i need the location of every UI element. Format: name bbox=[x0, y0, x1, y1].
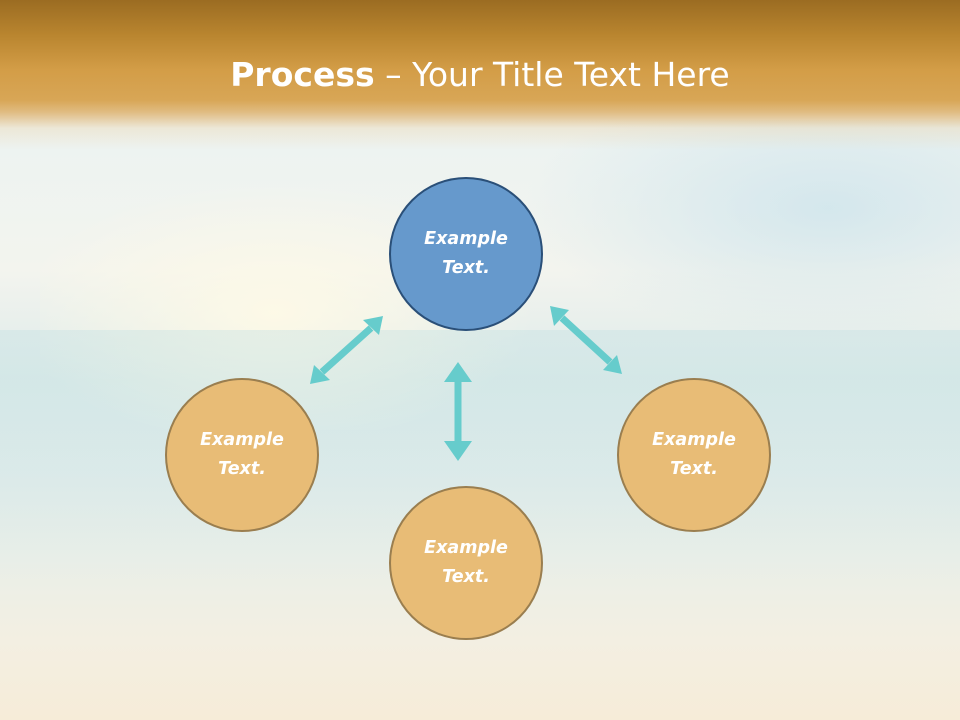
process-node-bottom[interactable]: Example Text. bbox=[389, 486, 543, 640]
arrow-right-connector bbox=[550, 306, 622, 374]
process-node-center-text: Example Text. bbox=[424, 229, 508, 278]
process-node-left[interactable]: Example Text. bbox=[165, 378, 319, 532]
process-node-right[interactable]: Example Text. bbox=[617, 378, 771, 532]
title-bar bbox=[0, 0, 960, 150]
slide-title: Process – Your Title Text Here bbox=[0, 52, 960, 98]
arrow-vertical-connector bbox=[444, 362, 472, 461]
background-sky-tint bbox=[520, 120, 960, 340]
title-bold-text: Process bbox=[230, 55, 375, 94]
process-node-left-text: Example Text. bbox=[200, 430, 284, 479]
process-node-right-text: Example Text. bbox=[652, 430, 736, 479]
process-node-center[interactable]: Example Text. bbox=[389, 177, 543, 331]
process-node-bottom-text: Example Text. bbox=[424, 538, 508, 587]
title-rest-text: – Your Title Text Here bbox=[374, 55, 730, 94]
arrow-left-connector bbox=[310, 316, 383, 384]
